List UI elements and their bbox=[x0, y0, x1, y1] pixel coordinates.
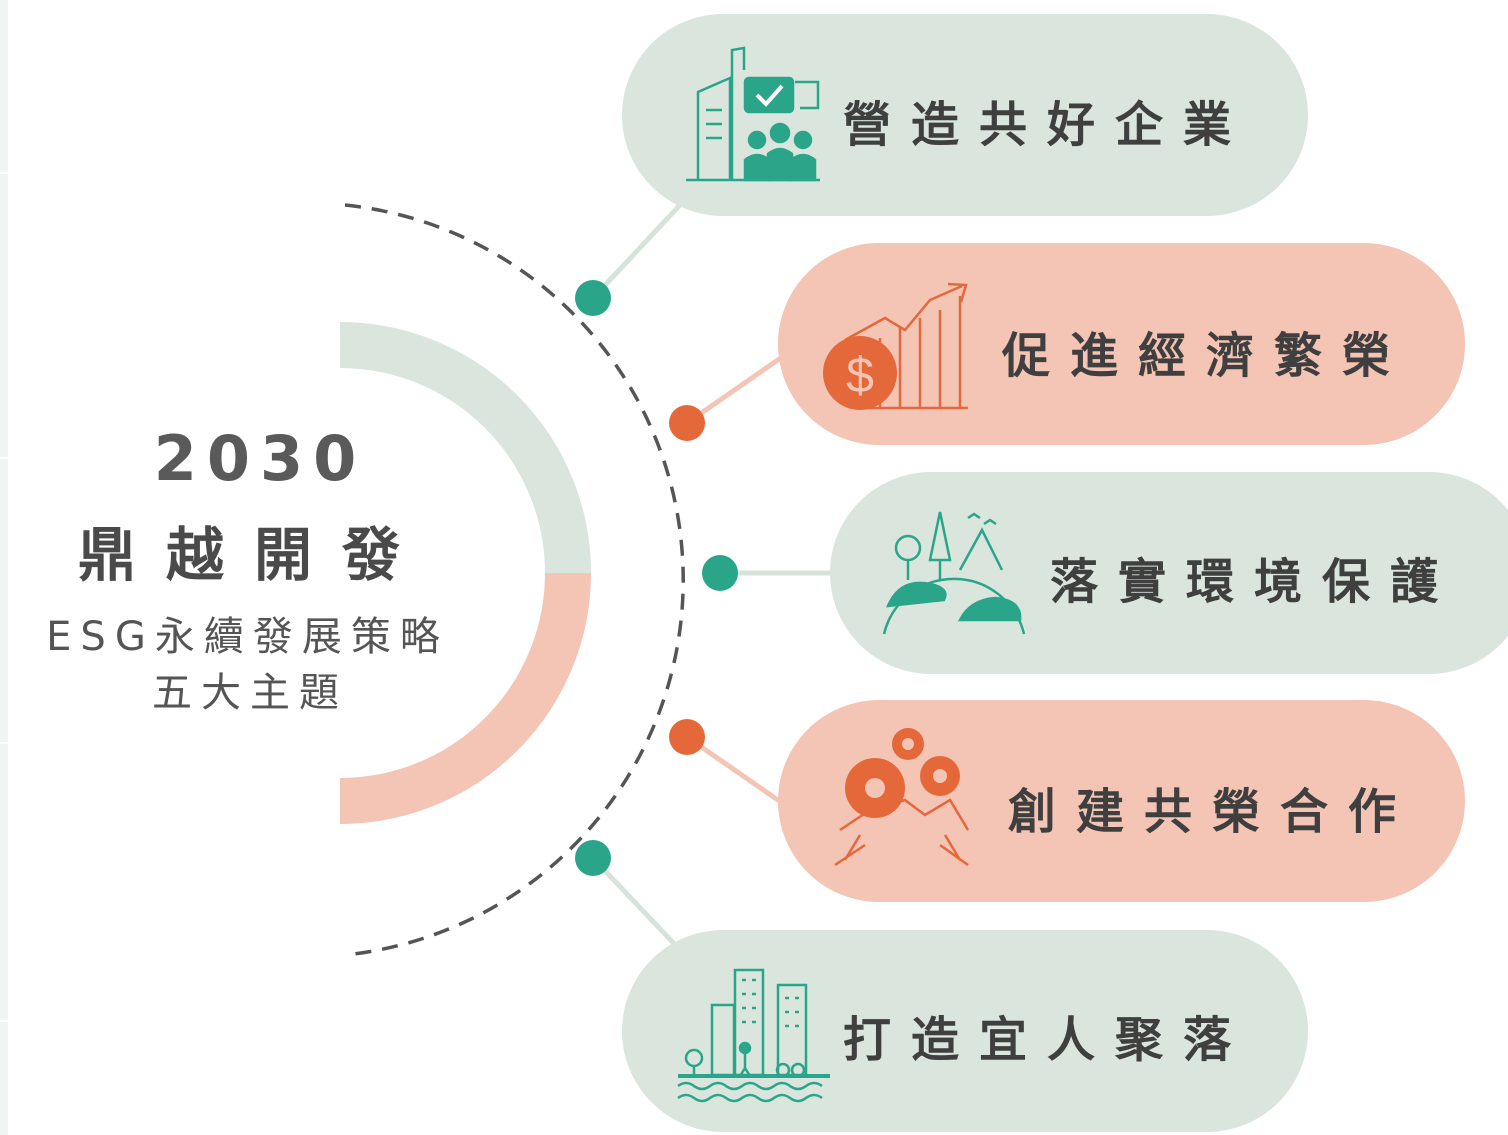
pill-3 bbox=[830, 472, 1508, 674]
connector-4 bbox=[685, 734, 787, 808]
connector-2 bbox=[685, 352, 787, 426]
node-3 bbox=[702, 555, 738, 591]
node-2 bbox=[669, 405, 705, 441]
center-title: 鼎越開發 bbox=[77, 521, 430, 589]
theme-label-3: 落實環境保護 bbox=[1050, 554, 1459, 610]
dollar-growth-chart-icon: $ bbox=[823, 282, 968, 410]
connector-1 bbox=[591, 203, 682, 300]
half-ring-bottom bbox=[339, 572, 591, 824]
dashed-arc bbox=[344, 203, 685, 957]
left-edge-strip bbox=[0, 0, 8, 1135]
svg-text:$: $ bbox=[846, 347, 874, 403]
gears-handshake-icon bbox=[834, 728, 970, 867]
center-subtitle-line1: ESG永續發展策略 bbox=[46, 614, 449, 660]
city-waterfront-icon bbox=[677, 968, 830, 1103]
theme-label-1: 營造共好企業 bbox=[843, 97, 1252, 153]
center-subtitle-line2: 五大主題 bbox=[152, 670, 348, 716]
node-1 bbox=[575, 280, 611, 316]
theme-label-5: 打造宜人聚落 bbox=[843, 1012, 1252, 1068]
building-people-check-icon bbox=[686, 46, 820, 182]
center-year: 2030 bbox=[153, 422, 367, 495]
pill-5 bbox=[622, 930, 1308, 1132]
earth-trees-mountains-icon bbox=[882, 511, 1026, 635]
theme-label-4: 創建共榮合作 bbox=[1008, 784, 1417, 840]
half-ring-top bbox=[339, 322, 591, 574]
node-5 bbox=[575, 840, 611, 876]
node-4 bbox=[669, 719, 705, 755]
pill-2 bbox=[778, 243, 1465, 445]
theme-label-2: 促進經濟繁榮 bbox=[1002, 328, 1411, 384]
connector-5 bbox=[591, 856, 682, 952]
